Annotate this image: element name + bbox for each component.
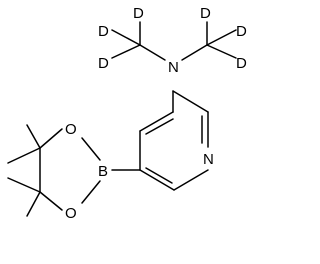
bond-c4-c3 — [139, 111, 174, 132]
bond-c-d3 — [111, 44, 141, 59]
bond-b-o-bottom — [81, 180, 101, 204]
bond-me3 — [7, 177, 41, 193]
atom-boron: B — [98, 163, 108, 180]
atom-deuterium-4: D — [200, 5, 211, 22]
atom-deuterium-1: D — [133, 5, 144, 22]
atom-labels: N N B O O D D D D D D — [65, 5, 247, 222]
bond-b-o-top — [81, 137, 101, 161]
bond-me2 — [7, 147, 41, 164]
bond-me4 — [26, 191, 41, 217]
bond-c4-c3-inner — [145, 118, 174, 135]
bond-c-d5 — [206, 29, 237, 46]
atom-deuterium-3: D — [98, 55, 109, 72]
bond-c-d6 — [206, 44, 237, 59]
pinacol-boronate — [7, 124, 141, 217]
atom-deuterium-2: D — [98, 23, 109, 40]
bond-o-top-c — [39, 128, 63, 149]
atom-deuterium-5: D — [236, 23, 247, 40]
bond-n1-c6 — [173, 169, 209, 191]
bond-n-ch3-right — [181, 44, 208, 61]
molecule-structure: N N B O O D D D D D D — [7, 5, 247, 222]
bond-c3-c2 — [172, 90, 209, 113]
bond-c-d2 — [111, 29, 141, 46]
atom-nitrogen-pyridine: N — [203, 151, 214, 168]
bond-n-ch3-left — [139, 44, 166, 61]
atom-deuterium-6: D — [236, 55, 247, 72]
dimethylamino-group — [111, 21, 237, 61]
bond-c6-c5-inner — [145, 167, 173, 184]
atom-oxygen-top: O — [65, 121, 77, 138]
bond-c6-c5 — [139, 169, 175, 191]
atom-oxygen-bottom: O — [65, 205, 77, 222]
atom-nitrogen-amine: N — [168, 59, 179, 76]
bond-o-bottom-c — [39, 191, 63, 211]
pyridine-ring — [139, 90, 209, 191]
bond-me1 — [26, 124, 41, 149]
